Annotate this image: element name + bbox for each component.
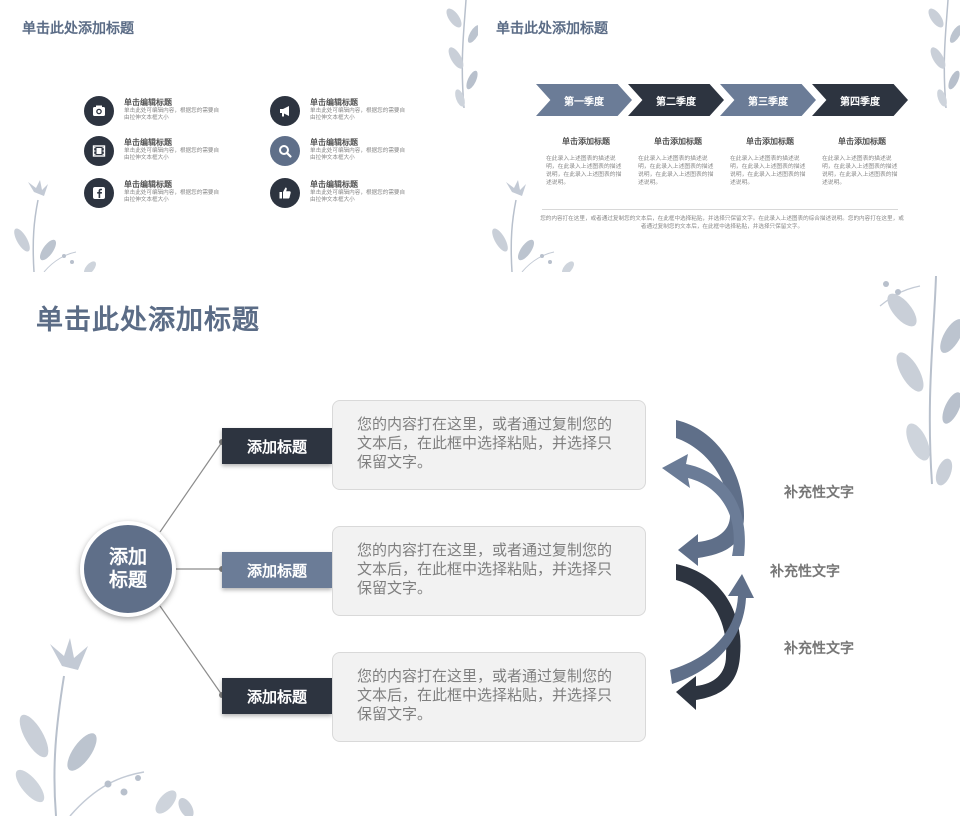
slide-main[interactable]: 单击此处添加标题 添加 标题 添加标题 添加标题 添加标题 您的内容打在这里，或… [0,276,960,816]
quarter-chevron[interactable]: 第四季度 [812,84,908,116]
hub-label-line: 标题 [108,569,147,591]
feature-description: 单击此处可编辑内容，根据您的需要自由拉伸文本框大小 [310,190,406,203]
feature-heading: 单击编辑标题 [310,98,358,107]
column-heading: 单击添加标题 [838,137,886,146]
megaphone-icon [270,96,300,126]
hub-label-line: 添加 [108,546,147,568]
supplement-text[interactable]: 补充性文字 [784,485,854,501]
column-description: 在此录入上述图表的描述说明，在此录入上述图表的描述说明，在此录入上述图表的描述说… [546,156,622,186]
leaf-branch-decoration [928,0,960,109]
feature-item[interactable]: 单击编辑标题 单击此处可编辑内容，根据您的需要自由拉伸文本框大小 [84,136,254,170]
quarter-column[interactable]: 单击添加标题 在此录入上述图表的描述说明，在此录入上述图表的描述说明，在此录入上… [822,136,902,187]
quarter-chevron[interactable]: 第一季度 [536,84,632,116]
feature-heading: 单击编辑标题 [124,180,172,189]
feature-item[interactable]: 单击编辑标题 单击此处可编辑内容，根据您的需要自由拉伸文本框大小 [270,178,440,212]
feature-description: 单击此处可编辑内容，根据您的需要自由拉伸文本框大小 [124,108,220,121]
feature-description: 单击此处可编辑内容，根据您的需要自由拉伸文本框大小 [310,148,406,161]
slide-title[interactable]: 单击此处添加标题 [496,21,608,37]
supplement-text[interactable]: 补充性文字 [770,564,840,580]
quarter-column[interactable]: 单击添加标题 在此录入上述图表的描述说明，在此录入上述图表的描述说明，在此录入上… [638,136,718,187]
slide-title[interactable]: 单击此处添加标题 [36,305,260,336]
feature-description: 单击此处可编辑内容，根据您的需要自由拉伸文本框大小 [124,190,220,203]
branch-tag[interactable]: 添加标题 [222,552,332,588]
feature-heading: 单击编辑标题 [124,98,172,107]
leaf-branch-decoration [446,0,478,109]
hub-circle[interactable]: 添加 标题 [80,521,176,617]
leaf-branch-decoration [879,276,960,486]
slide-title[interactable]: 单击此处添加标题 [22,21,134,37]
quarter-chevron[interactable]: 第二季度 [628,84,724,116]
quarter-chevron[interactable]: 第三季度 [720,84,816,116]
quarter-column[interactable]: 单击添加标题 在此录入上述图表的描述说明，在此录入上述图表的描述说明，在此录入上… [730,136,810,187]
supplement-text[interactable]: 补充性文字 [784,641,854,657]
slide-preview-1[interactable]: 单击此处添加标题 单击编辑标题 单击此处可编辑内容，根据您的需要自由拉伸文本框大… [0,0,478,272]
search-icon [270,136,300,166]
feature-item[interactable]: 单击编辑标题 单击此处可编辑内容，根据您的需要自由拉伸文本框大小 [84,96,254,130]
feature-heading: 单击编辑标题 [124,138,172,147]
divider-line [542,209,898,210]
slide-preview-2[interactable]: 单击此处添加标题 第一季度 第二季度 第三季度 第四季度 单击添加标题 在此录入… [482,0,960,272]
feature-description: 单击此处可编辑内容，根据您的需要自由拉伸文本框大小 [310,108,406,121]
feature-heading: 单击编辑标题 [310,138,358,147]
column-heading: 单击添加标题 [746,137,794,146]
column-description: 在此录入上述图表的描述说明，在此录入上述图表的描述说明，在此录入上述图表的描述说… [730,156,806,186]
camera-icon [84,96,114,126]
quarter-column[interactable]: 单击添加标题 在此录入上述图表的描述说明，在此录入上述图表的描述说明，在此录入上… [546,136,626,187]
flower-decoration [15,638,194,816]
feature-heading: 单击编辑标题 [310,180,358,189]
content-textbox[interactable]: 您的内容打在这里，或者通过复制您的文本后，在此框中选择粘贴，并选择只保留文字。 [332,652,646,742]
feature-item[interactable]: 单击编辑标题 单击此处可编辑内容，根据您的需要自由拉伸文本框大小 [270,96,440,130]
column-description: 在此录入上述图表的描述说明，在此录入上述图表的描述说明，在此录入上述图表的描述说… [822,156,898,186]
column-description: 在此录入上述图表的描述说明，在此录入上述图表的描述说明，在此录入上述图表的描述说… [638,156,714,186]
film-icon [84,136,114,166]
facebook-icon [84,178,114,208]
curved-arrows [662,420,754,710]
branch-tag[interactable]: 添加标题 [222,678,332,714]
branch-tag[interactable]: 添加标题 [222,428,332,464]
feature-description: 单击此处可编辑内容，根据您的需要自由拉伸文本框大小 [124,148,220,161]
content-textbox[interactable]: 您的内容打在这里，或者通过复制您的文本后，在此框中选择粘贴，并选择只保留文字。 [332,526,646,616]
content-textbox[interactable]: 您的内容打在这里，或者通过复制您的文本后，在此框中选择粘贴，并选择只保留文字。 [332,400,646,490]
column-heading: 单击添加标题 [654,137,702,146]
thumbs-up-icon [270,178,300,208]
feature-item[interactable]: 单击编辑标题 单击此处可编辑内容，根据您的需要自由拉伸文本框大小 [84,178,254,212]
footer-text[interactable]: 您的内容打在这里，或者通过复制您的文本后，在此框中选择粘贴，并选择只保留文字。在… [540,216,904,230]
column-heading: 单击添加标题 [562,137,610,146]
feature-item[interactable]: 单击编辑标题 单击此处可编辑内容，根据您的需要自由拉伸文本框大小 [270,136,440,170]
